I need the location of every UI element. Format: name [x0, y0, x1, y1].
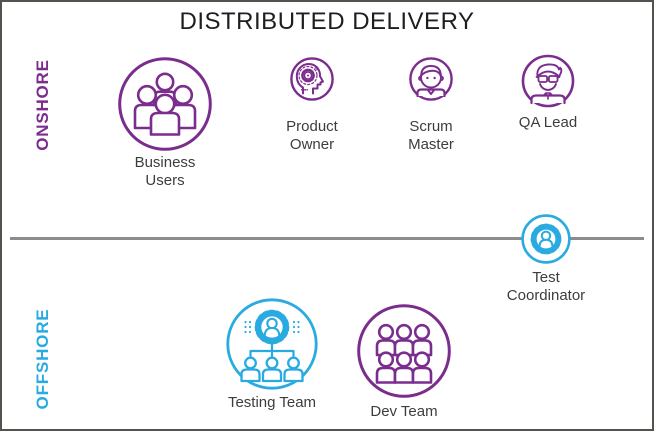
- product-owner-label: Product Owner: [286, 118, 338, 154]
- test-coordinator-label: Test Coordinator: [506, 269, 586, 305]
- six-people-group-icon: [357, 304, 451, 398]
- testing-team-label: Testing Team: [227, 394, 317, 411]
- scrum-master-label: Scrum Master: [408, 118, 454, 154]
- business-users-label: Business Users: [134, 154, 196, 190]
- gear-person-org-team-icon: [226, 298, 318, 390]
- onshore-offshore-divider-line: [10, 237, 644, 240]
- business-users-role: [117, 56, 213, 152]
- product-owner-role: [289, 56, 335, 102]
- scrum-master-role: [408, 56, 454, 102]
- onshore-zone-label: ONSHORE: [33, 59, 52, 151]
- diagram-title: DISTRIBUTED DELIVERY: [179, 8, 475, 35]
- testing-team-role: [225, 297, 319, 391]
- offshore-zone-label: OFFSHORE: [33, 308, 52, 410]
- dev-team-role: [356, 303, 452, 399]
- qa-lead-role: [520, 53, 576, 109]
- person-face-icon: [409, 57, 453, 101]
- dev-team-label: Dev Team: [370, 403, 438, 420]
- qa-lead-label: QA Lead: [518, 114, 578, 131]
- business-users-group-icon: [118, 57, 212, 151]
- head-gear-idea-icon: [290, 57, 334, 101]
- test-coordinator-role: [520, 213, 572, 265]
- person-glasses-icon: [521, 54, 575, 108]
- gear-person-icon: [521, 214, 571, 264]
